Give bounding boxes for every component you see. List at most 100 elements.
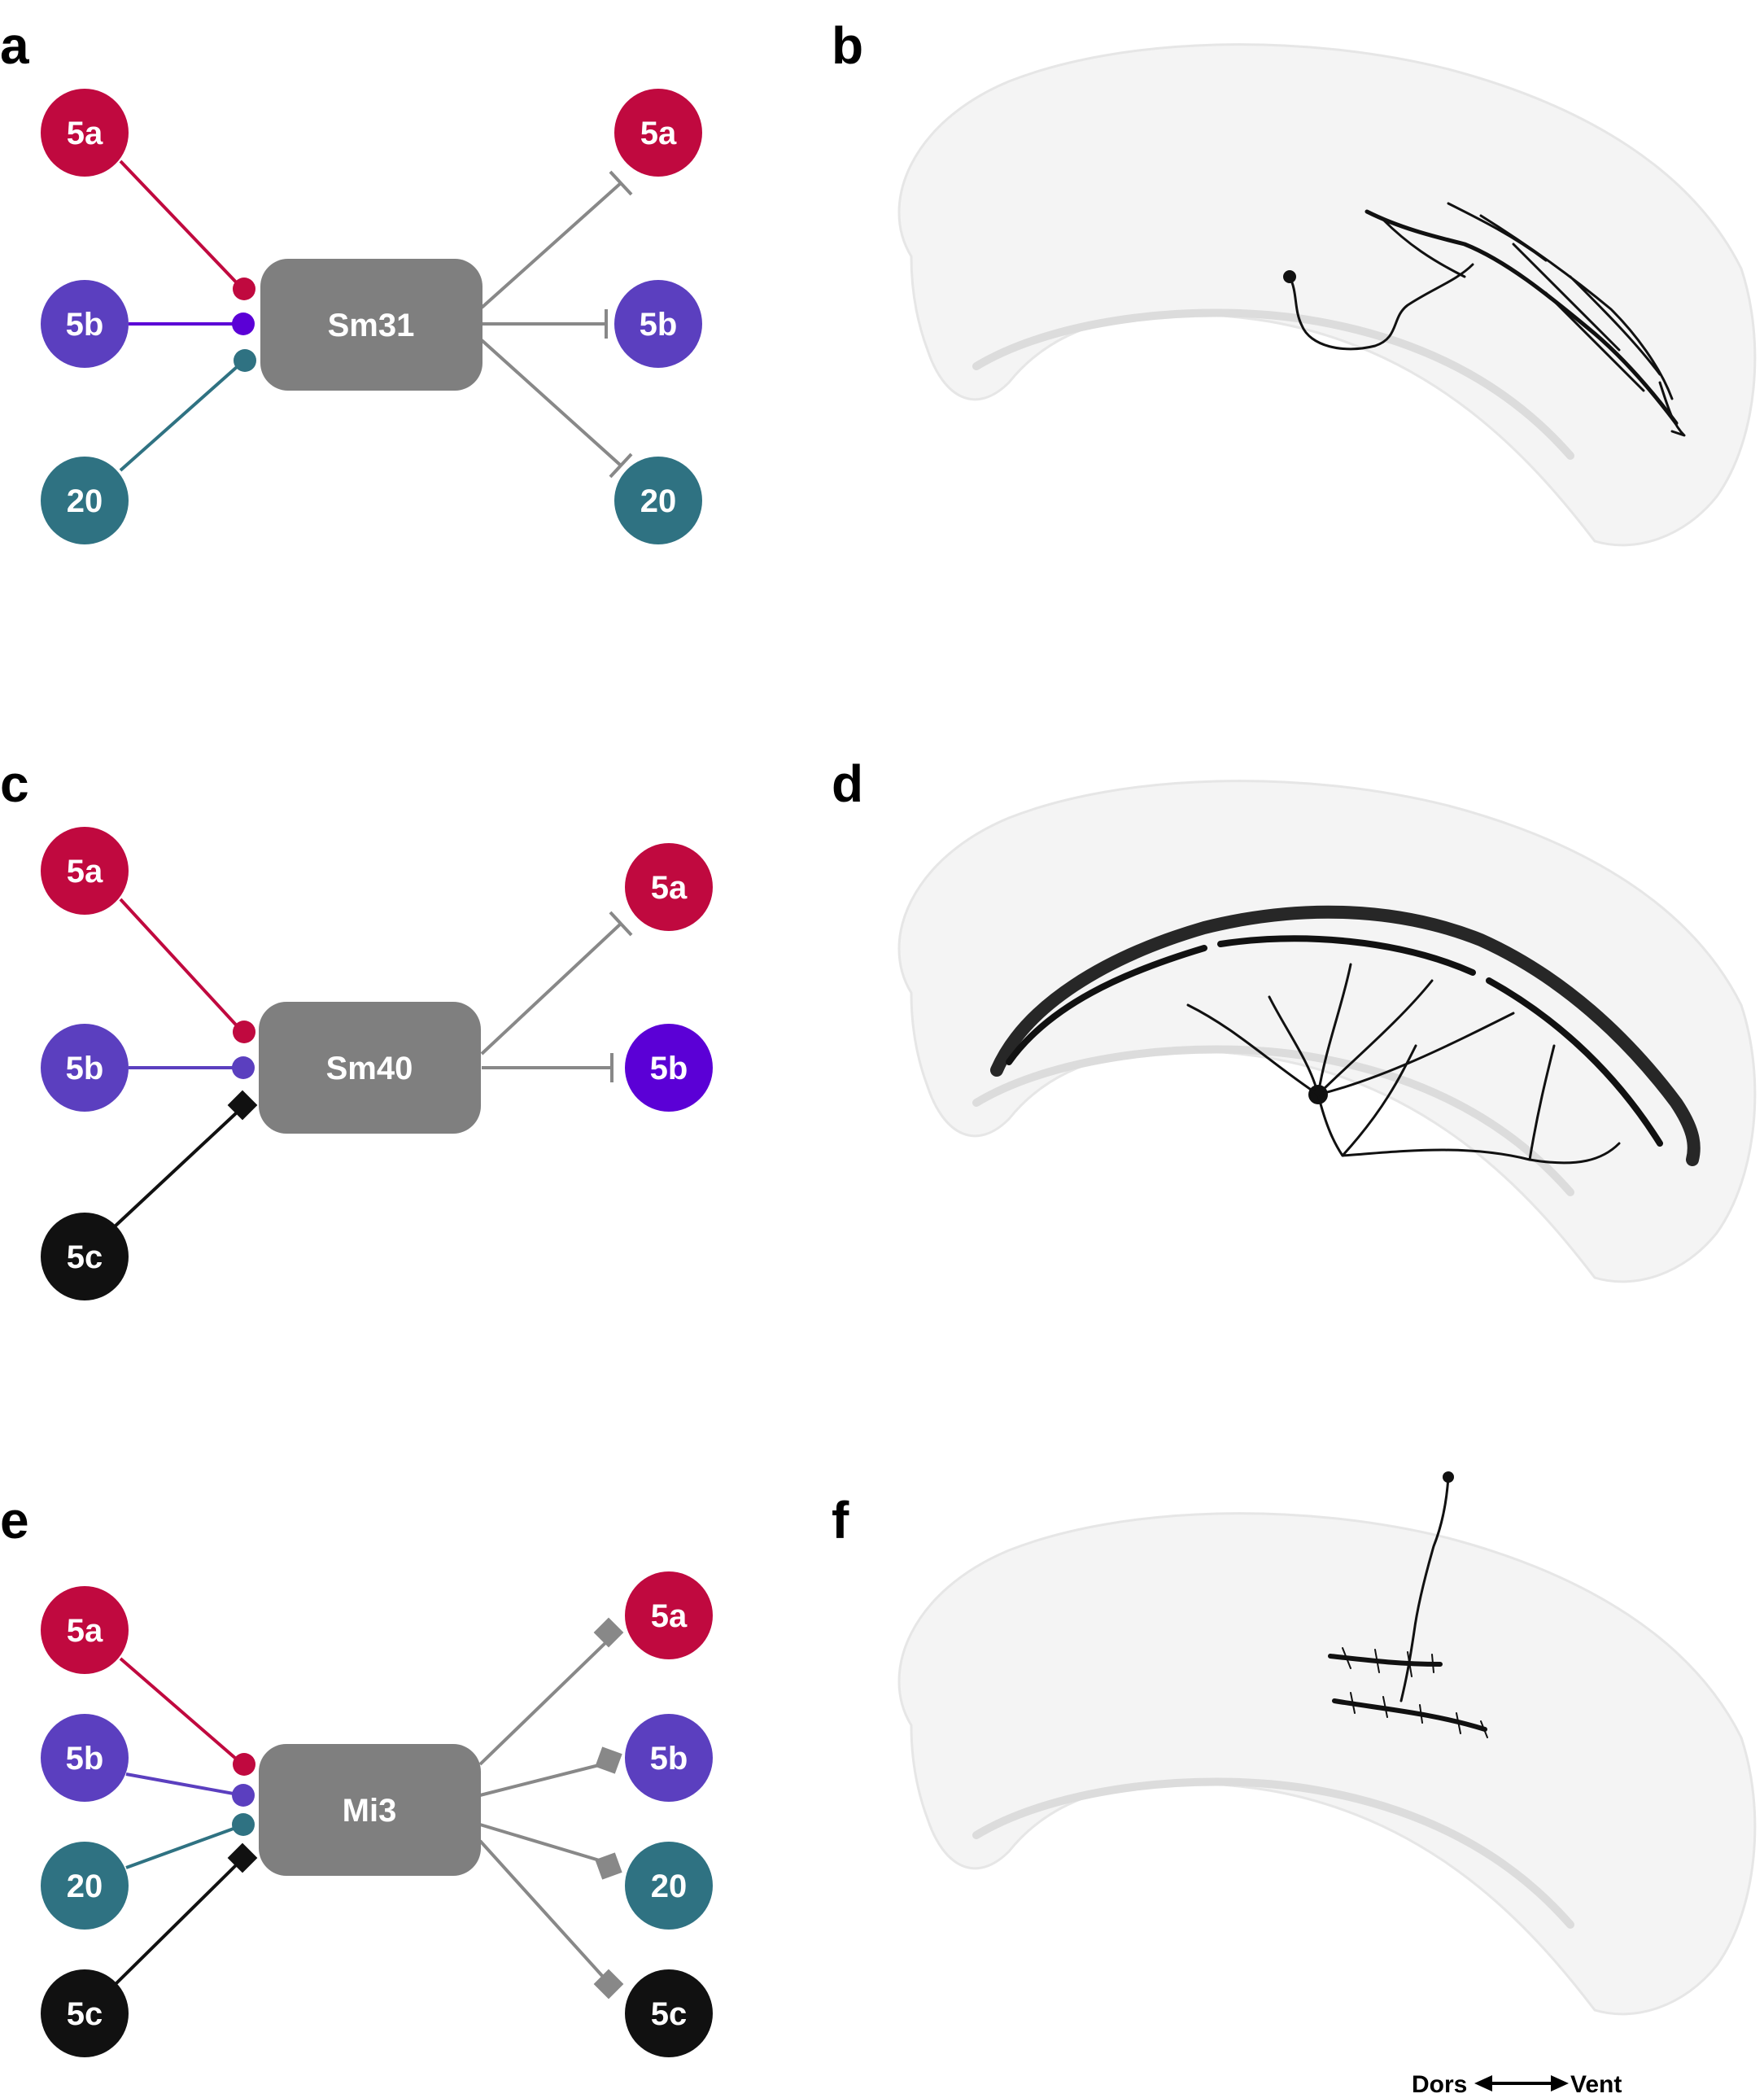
output-label-5b: 5b [650, 1741, 688, 1777]
arbor-trunk [1364, 209, 1679, 426]
input-label-5a: 5a [67, 1613, 103, 1649]
output-label-5c: 5c [651, 1996, 688, 2032]
connection-sm31-to-5a [480, 181, 622, 309]
gap-junction-terminal-5c [227, 1842, 258, 1873]
input-node-5a [41, 1586, 129, 1674]
hub-node-sm40 [259, 1002, 481, 1134]
input-label-5a: 5a [67, 854, 103, 889]
output-label-5a: 5a [640, 116, 677, 151]
output-node-20 [614, 457, 702, 544]
connection-5a-to-sm40 [119, 898, 244, 1034]
dendritic-branches [1382, 202, 1686, 437]
primary-neurite [1399, 1475, 1450, 1702]
output-node-5c [625, 1969, 713, 2057]
medulla-outline [897, 1512, 1757, 2016]
synapse-terminal-5a [233, 1753, 255, 1776]
arrowhead-ventral [1551, 2075, 1569, 2091]
input-label-5c: 5c [67, 1996, 103, 2032]
synapse-terminal-5a [233, 1021, 255, 1043]
input-label-5b: 5b [66, 1741, 104, 1777]
synapse-terminal-5b [232, 1056, 255, 1079]
hub-label-sm31: Sm31 [328, 308, 415, 343]
medulla-outline [897, 43, 1757, 547]
output-node-20 [625, 1842, 713, 1930]
output-terminal-5a [593, 1617, 624, 1648]
input-node-5b [41, 1714, 129, 1802]
hub-label-sm40: Sm40 [326, 1051, 413, 1086]
input-node-5b [41, 1024, 129, 1112]
synapse-terminal-5b [232, 313, 255, 335]
dorsal-label: Dors [1412, 2071, 1467, 2098]
inhibitory-bar-5a [609, 170, 633, 196]
output-node-5b [625, 1714, 713, 1802]
input-label-5b: 5b [66, 307, 104, 343]
connection-mi3-to-5b [479, 1763, 603, 1797]
panel-f-brain-render [897, 1471, 1757, 2016]
panel-letter-a: a [0, 16, 29, 75]
connection-5c-to-sm40 [112, 1112, 238, 1229]
lower-arbor-layer [1332, 1698, 1487, 1732]
connection-20-to-mi3 [125, 1824, 243, 1869]
sm40-neuron [990, 905, 1701, 1166]
panel-letter-f: f [832, 1491, 849, 1549]
inhibitory-bar-20 [609, 452, 633, 479]
medulla-fold [972, 1045, 1574, 1196]
input-node-20 [41, 457, 129, 544]
connection-sm40-to-5a [480, 922, 622, 1056]
arrowhead-dorsal [1474, 2075, 1492, 2091]
input-label-20: 20 [67, 483, 103, 519]
output-label-5a: 5a [651, 870, 688, 906]
medulla-fold [972, 308, 1574, 460]
panel-e-diagram: Mi3 5a 5b 20 5c 5a 5b 20 5c [41, 1571, 713, 2057]
input-node-20 [41, 1842, 129, 1930]
connection-5a-to-mi3 [119, 1657, 244, 1766]
synapse-terminal-5b [232, 1784, 255, 1807]
panel-letter-b: b [832, 16, 863, 75]
panel-letter-d: d [832, 754, 863, 813]
hub-label-mi3: Mi3 [343, 1793, 397, 1829]
input-label-20: 20 [67, 1869, 103, 1904]
output-label-5b: 5b [650, 1051, 688, 1086]
input-label-5b: 5b [66, 1051, 104, 1086]
mi3-neuron [1328, 1471, 1488, 1738]
output-node-5a [625, 843, 713, 931]
medulla-fold [972, 1777, 1574, 1929]
output-terminal-5c [593, 1969, 624, 2000]
panel-letter-c: c [0, 754, 29, 813]
connection-5c-to-mi3 [112, 1864, 238, 1987]
panel-d-brain-render [897, 780, 1757, 1283]
gap-junction-terminal-5c [227, 1090, 258, 1121]
connection-5b-to-mi3 [125, 1772, 243, 1797]
primary-neurite [1288, 263, 1474, 351]
output-label-20: 20 [651, 1869, 688, 1904]
inhibitory-bar-5a [609, 911, 633, 937]
output-node-5a [625, 1571, 713, 1659]
synapse-terminal-5a [233, 278, 255, 300]
connection-20-to-sm31 [119, 359, 246, 472]
panel-letter-e: e [0, 1491, 29, 1549]
connection-sm31-to-20 [480, 339, 622, 467]
arbor-layer [990, 905, 1701, 1166]
panel-a-diagram: Sm31 5a 5b 20 5a 5b 20 [41, 89, 702, 544]
hub-node-mi3 [259, 1744, 481, 1876]
output-label-5a: 5a [651, 1598, 688, 1634]
output-label-5b: 5b [640, 307, 678, 343]
input-node-5a [41, 827, 129, 915]
sm31-neuron [1283, 202, 1686, 437]
panel-b-brain-render [897, 43, 1757, 547]
synapse-terminal-20 [232, 1813, 255, 1836]
orientation-marker: Dors Vent [1412, 2071, 1622, 2098]
input-node-5c [41, 1213, 129, 1300]
ventral-label: Vent [1570, 2071, 1622, 2098]
input-label-5c: 5c [67, 1239, 103, 1275]
output-terminal-20 [595, 1852, 622, 1880]
synapse-terminal-20 [234, 349, 256, 372]
connection-mi3-to-5c [478, 1839, 605, 1979]
output-node-5b [625, 1024, 713, 1112]
input-node-5b [41, 280, 129, 368]
input-node-5c [41, 1969, 129, 2057]
input-node-5a [41, 89, 129, 177]
output-label-20: 20 [640, 483, 677, 519]
hub-node-sm31 [260, 259, 482, 391]
